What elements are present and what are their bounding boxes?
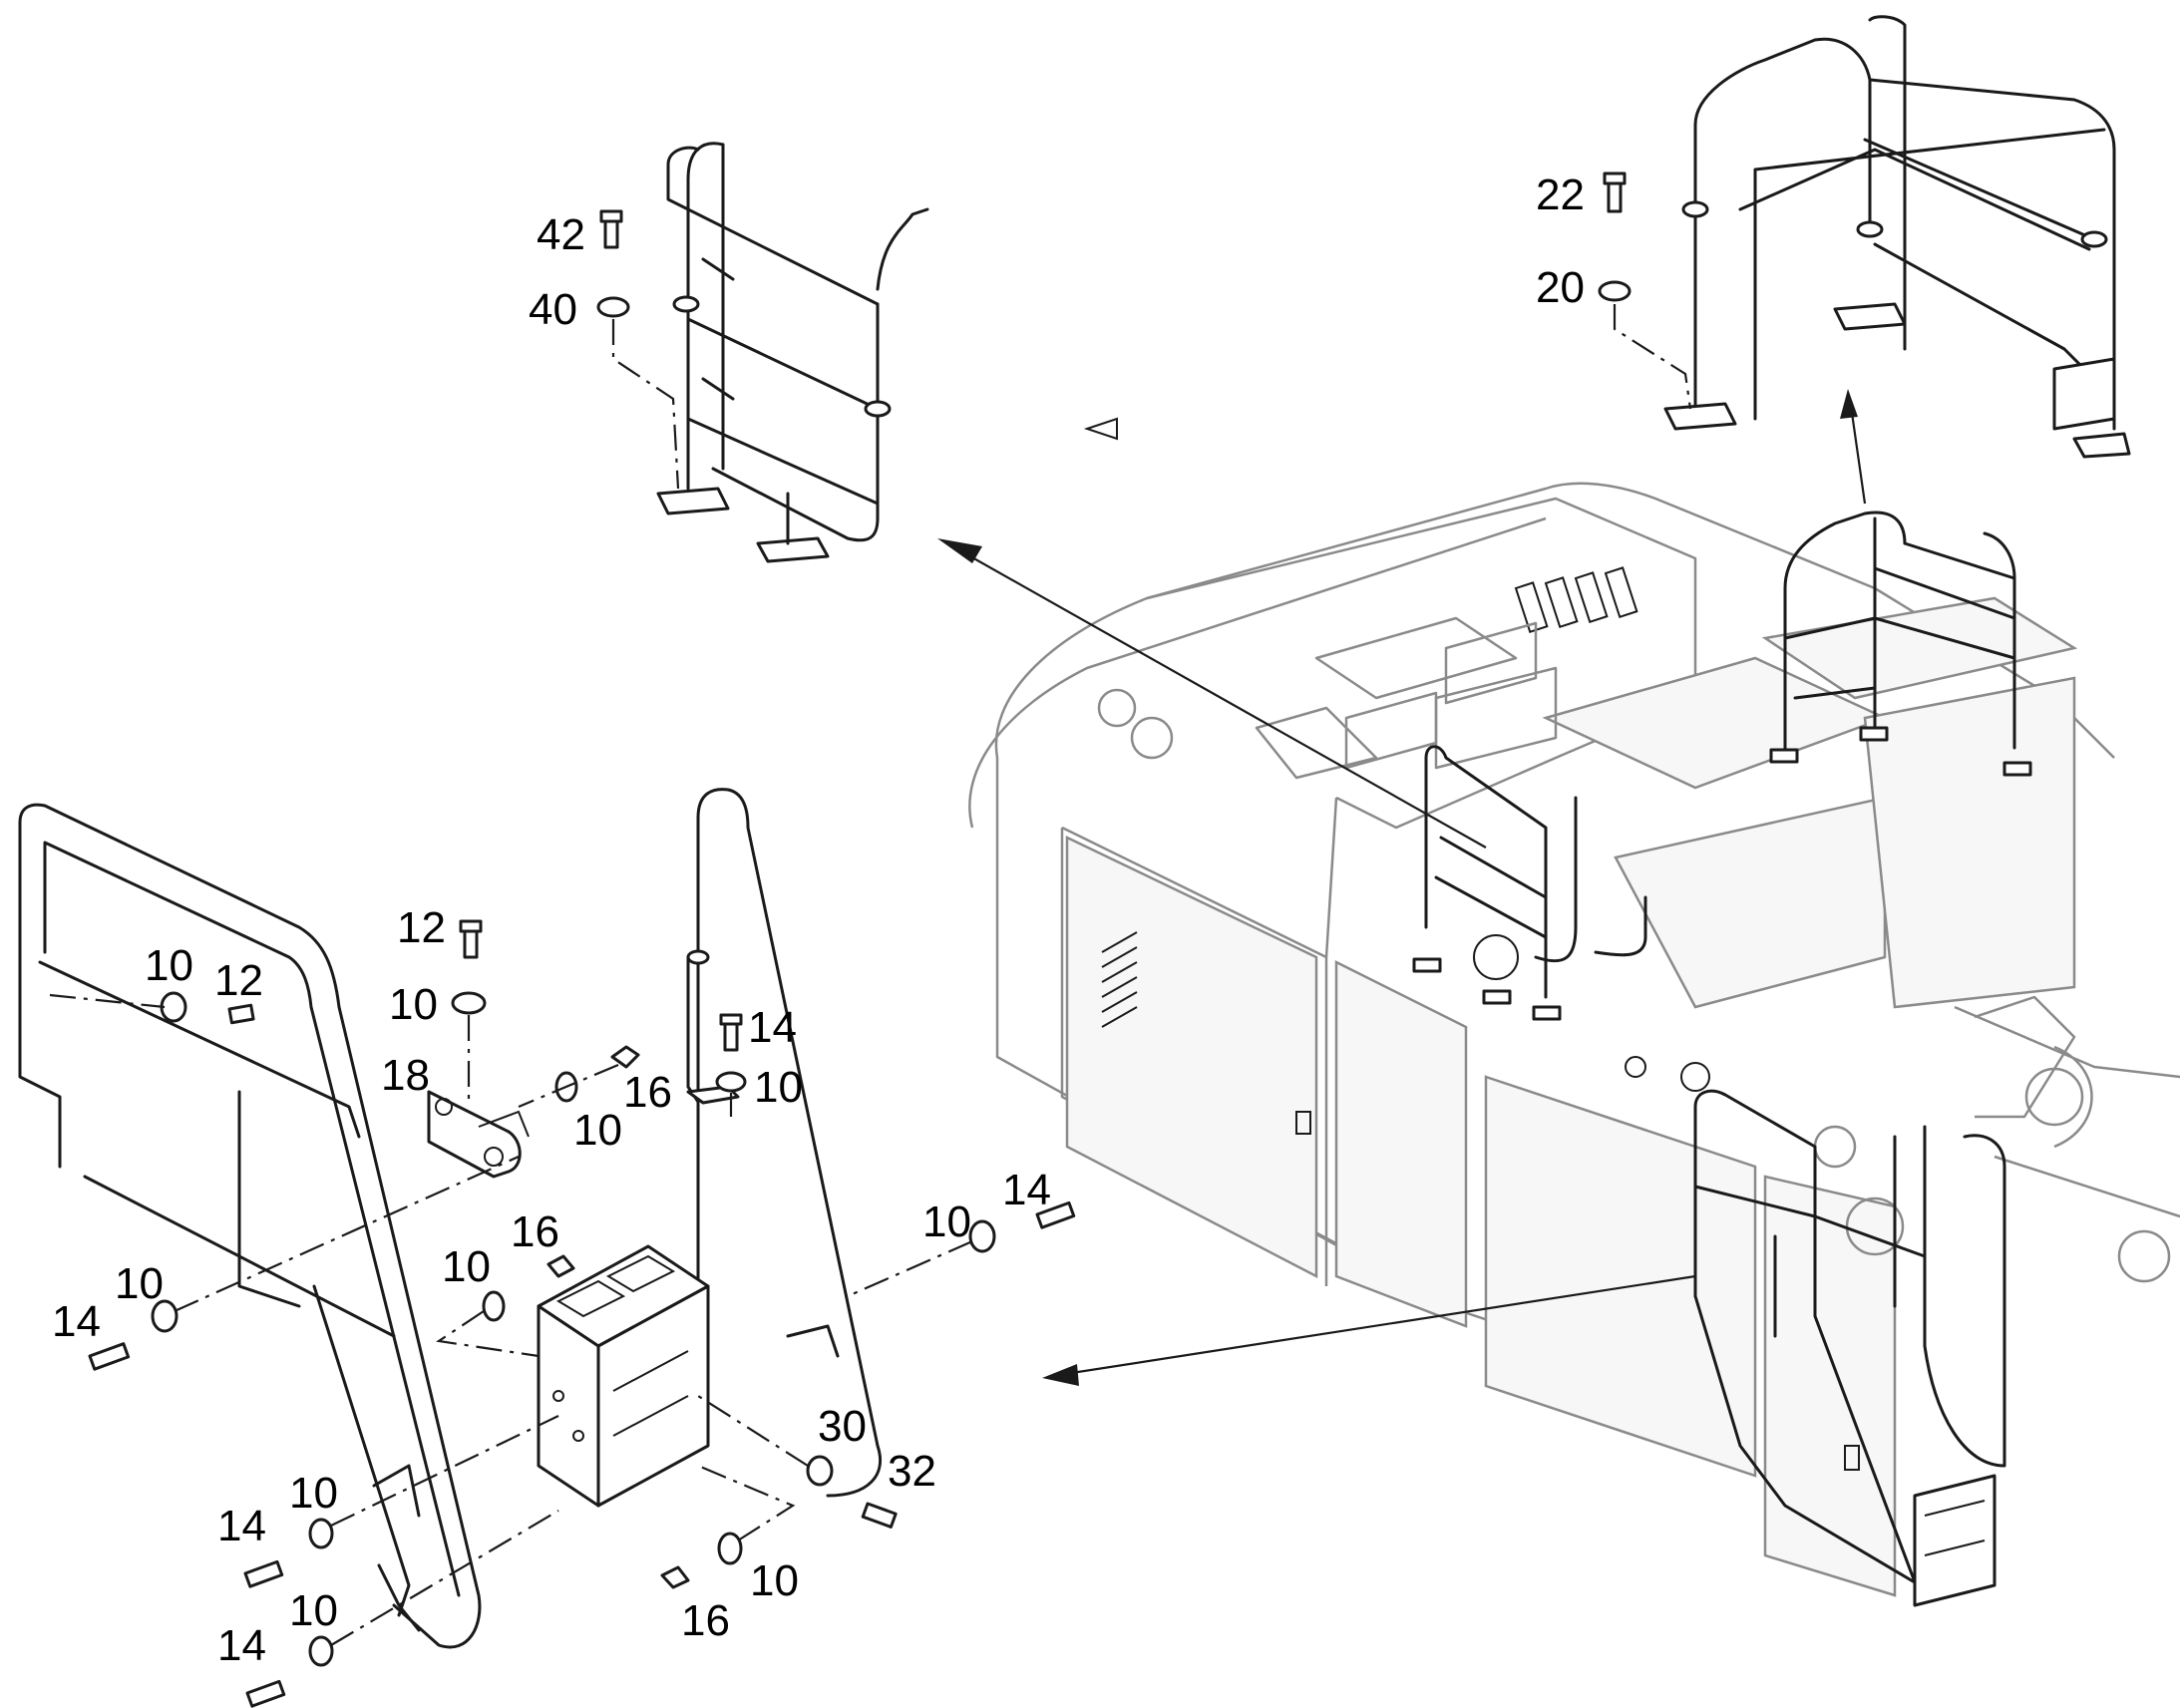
callout-20: 20	[1536, 263, 1585, 312]
bolt-14	[1035, 1200, 1076, 1229]
callout-10: 10	[289, 1586, 338, 1635]
callout-18: 18	[381, 1051, 430, 1100]
callout-10: 10	[289, 1469, 338, 1518]
bolt-14	[723, 1020, 739, 1052]
callout-14: 14	[748, 1003, 797, 1052]
callout-16: 16	[681, 1596, 730, 1645]
leader-arrows	[937, 389, 1867, 1386]
callout-10: 10	[389, 980, 438, 1029]
callout-30: 30	[818, 1402, 867, 1451]
callout-14: 14	[217, 1502, 266, 1550]
callout-32: 32	[888, 1447, 936, 1496]
washer-10	[308, 1635, 334, 1667]
nut-16	[546, 1254, 575, 1278]
callout-10: 10	[115, 1259, 164, 1308]
bolt-14	[243, 1559, 284, 1588]
callout-40: 40	[529, 285, 577, 334]
arrow-head-lower-left	[1042, 1364, 1079, 1386]
washer-40	[596, 296, 630, 318]
washer-10	[717, 1532, 743, 1565]
bolt-12	[227, 1003, 255, 1025]
callout-14: 14	[52, 1297, 101, 1346]
washer-30	[806, 1455, 834, 1487]
callout-12: 12	[214, 956, 263, 1005]
washer-20	[1598, 280, 1632, 302]
callout-12: 12	[397, 903, 446, 952]
arrow-head-upper-right	[1840, 389, 1858, 419]
callout-labels: 42 40 22 20 12 10 10 12 18 16 10 14 10 1…	[52, 171, 1585, 1670]
callout-10: 10	[145, 941, 193, 990]
washer-10	[451, 991, 487, 1015]
arrow-head-upper-left	[937, 538, 982, 563]
bolt-32	[861, 1502, 898, 1529]
washer-10	[160, 991, 187, 1023]
washer-10	[968, 1219, 996, 1253]
handrail-detail-top-middle	[596, 142, 929, 563]
handrail-detail-top-right	[1598, 15, 2131, 459]
step-ladder-detail	[18, 788, 882, 1649]
callout-16: 16	[623, 1068, 672, 1117]
washer-10	[308, 1518, 334, 1549]
callout-10: 10	[922, 1197, 971, 1246]
callout-14: 14	[217, 1621, 266, 1670]
callout-16: 16	[511, 1207, 559, 1256]
callout-14: 14	[1002, 1166, 1051, 1214]
excavator-upper-structure	[968, 417, 2180, 1607]
callout-10: 10	[573, 1106, 622, 1155]
hardware	[49, 919, 1076, 1708]
callout-10: 10	[754, 1063, 803, 1112]
callout-10: 10	[750, 1556, 799, 1605]
callout-10: 10	[442, 1242, 491, 1291]
washer-10	[482, 1290, 506, 1322]
washer-10	[151, 1299, 179, 1333]
callout-42: 42	[537, 210, 585, 259]
washer-10	[715, 1071, 747, 1093]
bolt-14	[245, 1679, 286, 1708]
callout-22: 22	[1536, 171, 1585, 219]
nut-16	[610, 1045, 640, 1069]
bolt-14	[88, 1342, 131, 1371]
nut-16	[660, 1565, 690, 1589]
